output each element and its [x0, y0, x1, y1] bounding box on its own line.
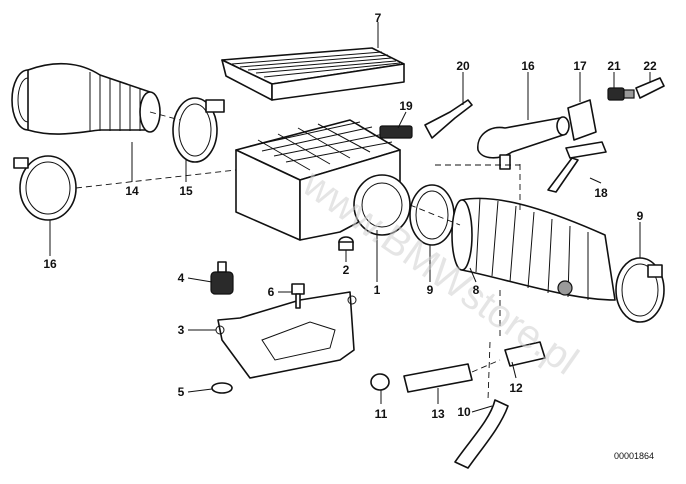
- callout-20: 19: [399, 99, 413, 113]
- callout-22: 21: [607, 59, 621, 73]
- mounting-bracket: [210, 261, 357, 394]
- callout-12: 12: [509, 381, 523, 395]
- callout-17: 16: [521, 59, 535, 73]
- small-hoses: [370, 341, 546, 469]
- intake-elbow-boot: [11, 62, 161, 135]
- hose-clamp-center: [409, 184, 455, 246]
- callout-5: 5: [178, 385, 185, 399]
- diagram-code: 00001864: [614, 451, 654, 461]
- grommet: [338, 236, 354, 251]
- callout-21: 20: [456, 59, 470, 73]
- callout-10: 10: [457, 405, 471, 419]
- callout-4: 4: [178, 271, 185, 285]
- callout-9-left: 9: [427, 283, 434, 297]
- connector-parts: [379, 77, 665, 139]
- callout-7: 7: [375, 11, 382, 25]
- callout-3: 3: [178, 323, 185, 337]
- leader-lines: [49, 22, 651, 413]
- callout-19: 18: [594, 186, 608, 200]
- callout-23: 22: [643, 59, 657, 73]
- callout-9-right: 9: [637, 209, 644, 223]
- intake-boot: [451, 197, 616, 301]
- callout-6: 6: [268, 285, 275, 299]
- callout-18: 17: [573, 59, 587, 73]
- idle-air-valve: [477, 116, 570, 170]
- callout-14: 14: [125, 184, 139, 198]
- callout-11: 11: [375, 407, 388, 421]
- callout-13: 13: [431, 407, 445, 421]
- air-filter-housing: [235, 119, 411, 241]
- callout-labels: 7 20 16 17 21 22 19 14 15 16 18 9 9 8 1 …: [43, 11, 657, 421]
- callout-16: 16: [43, 257, 57, 271]
- callout-15: 15: [179, 184, 193, 198]
- filter-element: [221, 47, 405, 101]
- hose-clamp-right: [615, 257, 665, 323]
- callout-1: 1: [374, 283, 381, 297]
- valve-bracket: [547, 99, 607, 193]
- hose-clamp-far-left: [13, 155, 77, 221]
- callout-2: 2: [343, 263, 350, 277]
- assembly-lines: [75, 111, 521, 401]
- callout-8: 8: [473, 283, 480, 297]
- hose-clamp-left: [172, 97, 225, 163]
